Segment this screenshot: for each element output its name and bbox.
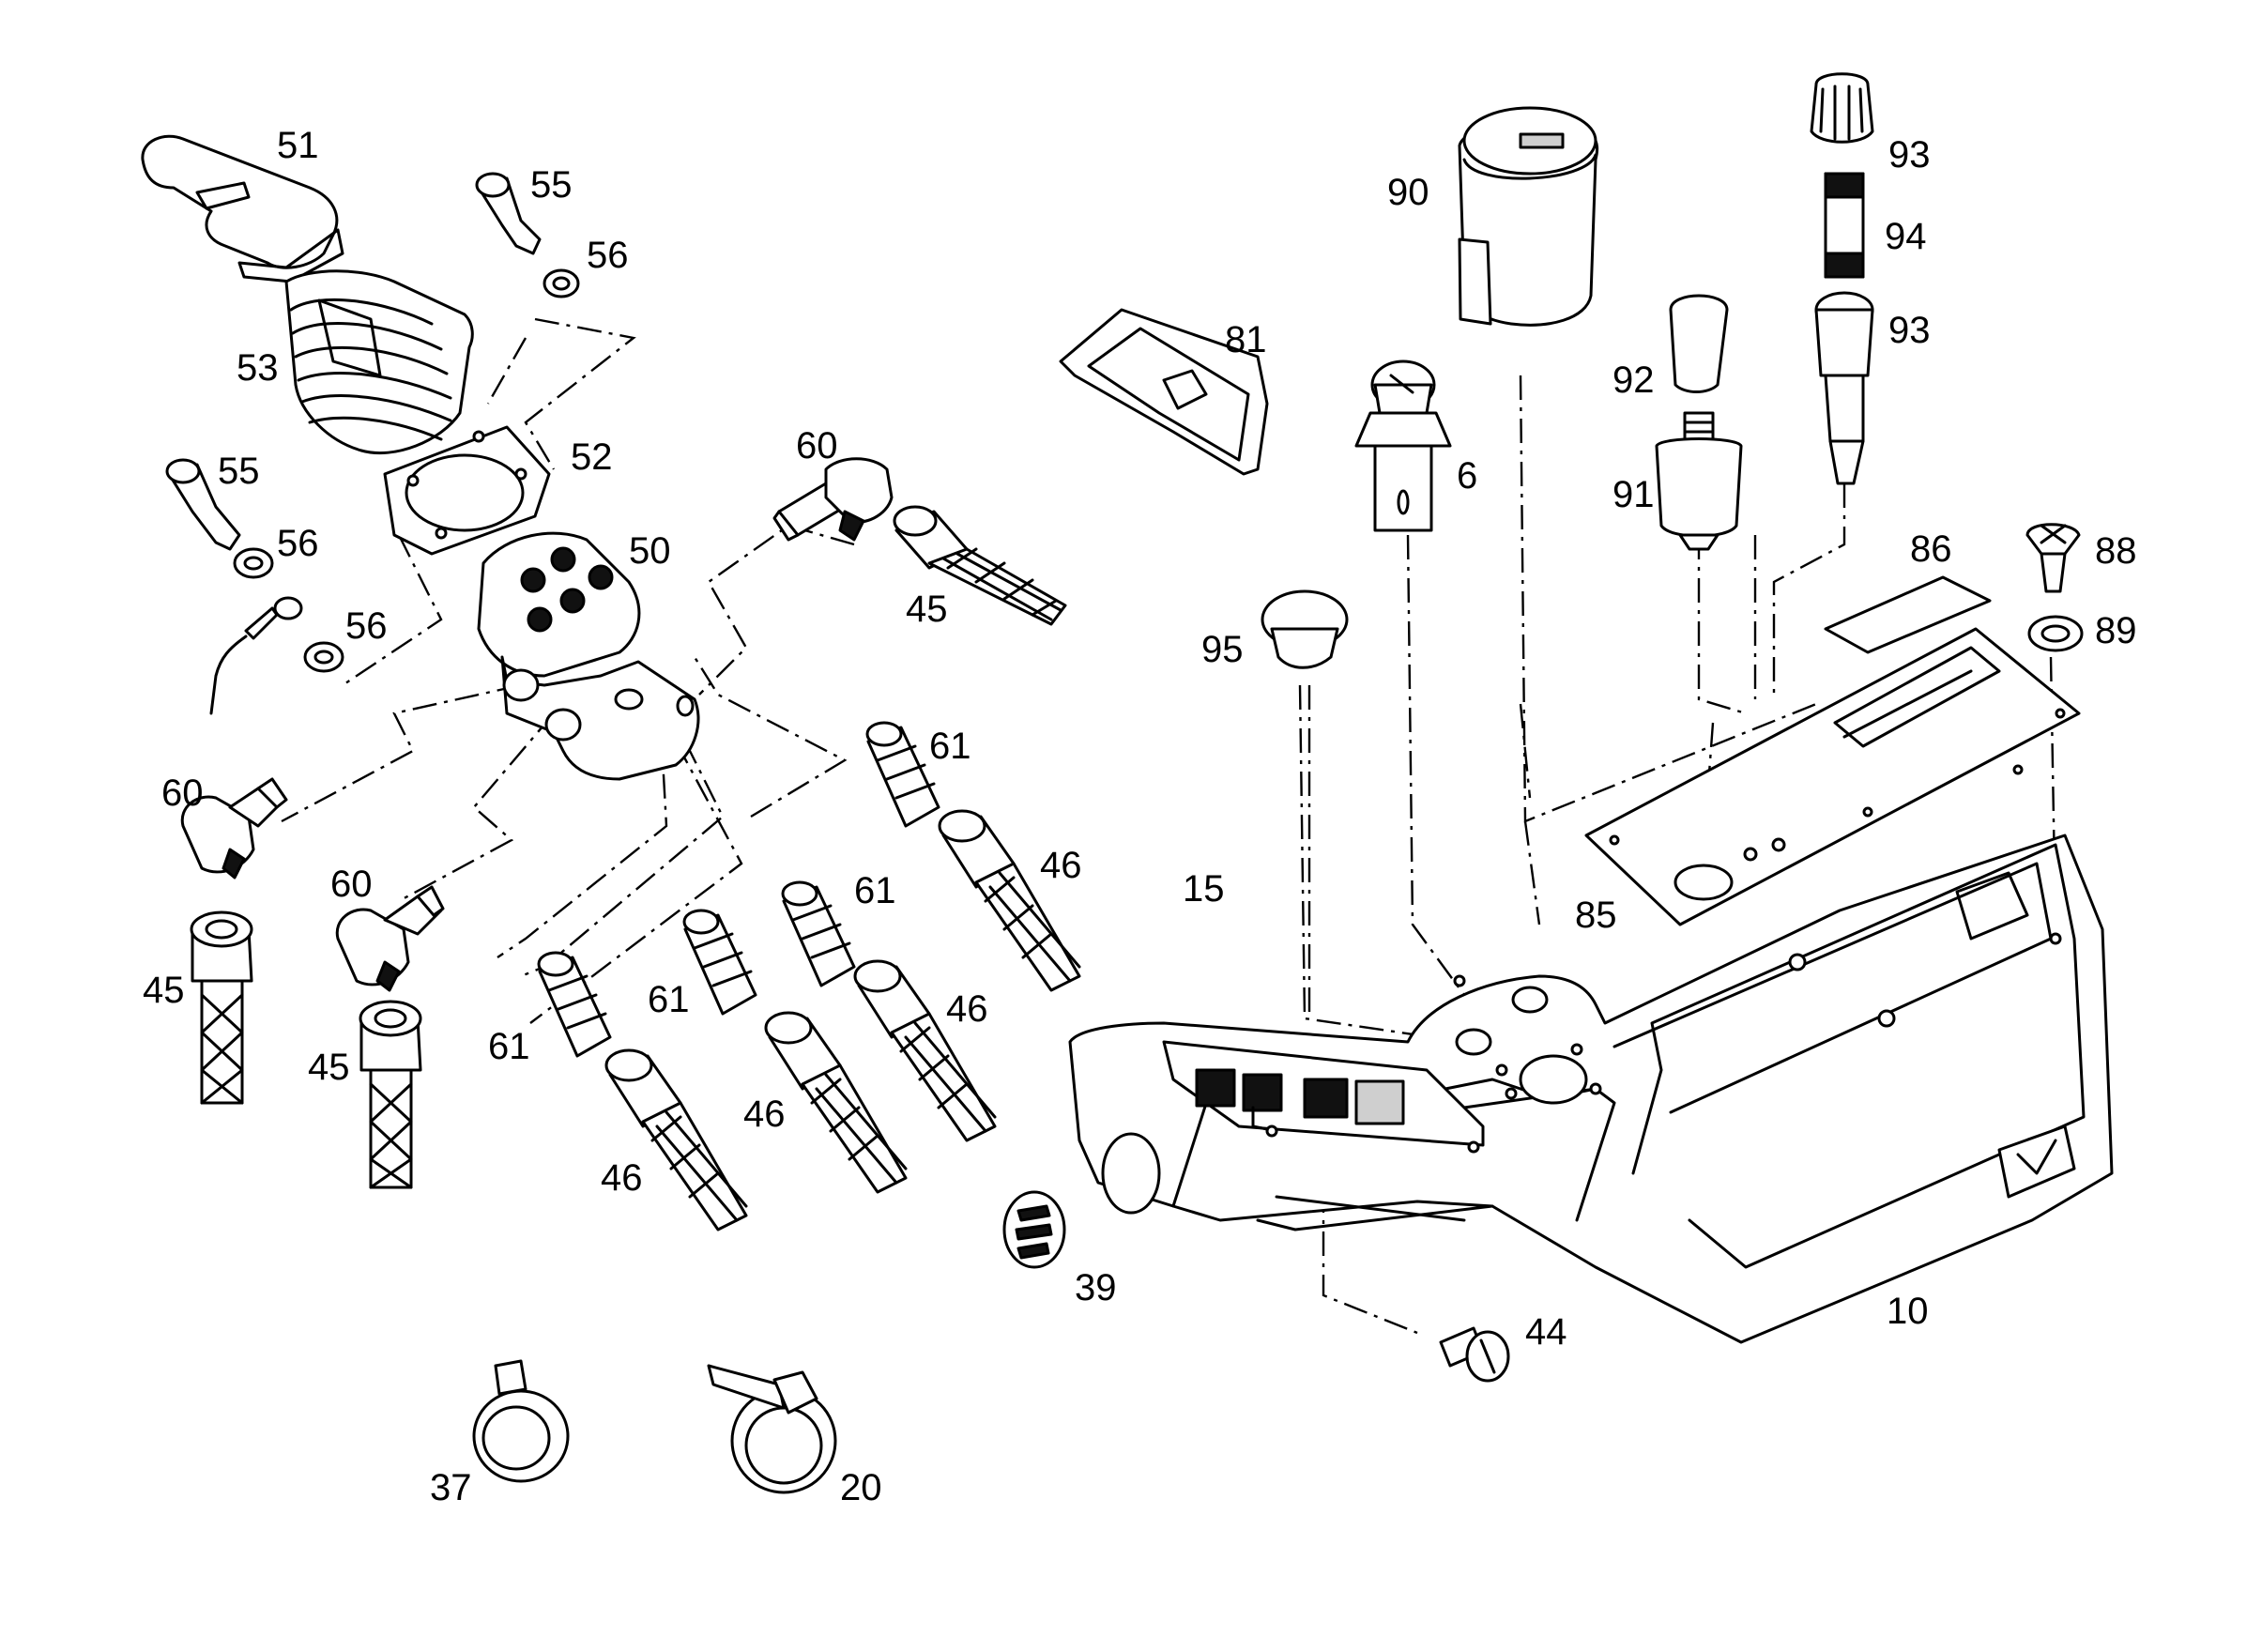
callout-51: 51	[277, 125, 319, 166]
callout-53: 53	[237, 347, 279, 389]
ignition-switch-6	[1354, 359, 1452, 532]
hose-45-mid	[359, 1000, 422, 1189]
fuse-94	[1824, 172, 1865, 279]
callout-93: 93	[1888, 134, 1931, 176]
plug-screw-88	[2025, 523, 2081, 593]
callout-15: 15	[1183, 868, 1225, 910]
callout-61: 61	[929, 726, 971, 767]
callout-86: 86	[1910, 528, 1952, 570]
callout-61: 61	[488, 1026, 530, 1067]
hose-45-left	[190, 910, 253, 1105]
callout-46: 46	[1040, 845, 1082, 886]
label-86	[1824, 575, 1992, 654]
hose-46-a	[938, 809, 1081, 992]
callout-61: 61	[648, 979, 690, 1020]
push-switch-91	[1655, 411, 1743, 551]
console-housing-10	[1068, 834, 2114, 1344]
callout-46: 46	[946, 988, 988, 1030]
boot-plate-52	[383, 425, 551, 556]
screw-55-left	[165, 458, 241, 551]
callout-45: 45	[143, 970, 185, 1011]
coupling-61-c	[682, 909, 757, 1016]
callout-90: 90	[1387, 172, 1429, 213]
handle-grip-81	[1059, 308, 1269, 476]
callout-50: 50	[629, 530, 671, 572]
callout-91: 91	[1612, 474, 1655, 515]
fuse-cap-93-top	[1810, 72, 1874, 144]
callout-44: 44	[1525, 1311, 1567, 1353]
panel-plate-85	[1584, 627, 2081, 926]
elbow-fitting-60-mid	[335, 885, 445, 992]
coupling-61-a	[865, 721, 940, 828]
callout-46: 46	[743, 1094, 786, 1135]
callout-85: 85	[1575, 895, 1617, 936]
callout-56: 56	[345, 605, 388, 647]
callout-60: 60	[161, 772, 204, 814]
screw-55-top	[475, 172, 542, 255]
callout-95: 95	[1201, 629, 1244, 670]
callout-94: 94	[1885, 216, 1927, 257]
callout-60: 60	[330, 864, 373, 905]
hour-meter-90	[1458, 106, 1599, 327]
callout-56: 56	[277, 523, 319, 564]
callout-93: 93	[1888, 310, 1931, 351]
callout-88: 88	[2095, 530, 2137, 572]
callout-45: 45	[308, 1047, 350, 1088]
vent-grommet-39	[1002, 1190, 1066, 1269]
washer-56-mid	[233, 547, 274, 579]
hose-clamp-37	[472, 1359, 570, 1483]
washer-56-top	[543, 268, 580, 298]
callout-55: 55	[218, 451, 260, 492]
callout-37: 37	[430, 1467, 472, 1508]
callout-labels: 51 55 56 53 52 55 56 56 50 60 45 60 60 4…	[143, 125, 2137, 1508]
elbow-fitting-60-left	[180, 777, 288, 880]
hose-46-b	[853, 959, 997, 1142]
callout-20: 20	[840, 1467, 882, 1508]
callout-6: 6	[1457, 455, 1477, 497]
callout-52: 52	[571, 436, 613, 478]
hose-46-d	[604, 1048, 748, 1231]
callout-89: 89	[2095, 610, 2137, 651]
ring-terminal-wire	[209, 596, 303, 715]
callout-46: 46	[601, 1157, 643, 1199]
cable-tie-20	[707, 1364, 837, 1494]
coupling-61-d	[537, 951, 612, 1058]
plug-95	[1261, 589, 1349, 669]
hose-46-c	[764, 1011, 908, 1194]
joystick-handle-51	[141, 134, 344, 283]
grommet-89	[2027, 615, 2084, 652]
callout-39: 39	[1075, 1267, 1117, 1308]
callout-55: 55	[530, 164, 573, 206]
coupling-61-b	[781, 880, 856, 987]
screw-44	[1439, 1326, 1510, 1383]
rubber-boot-53	[284, 269, 474, 455]
callout-56: 56	[587, 235, 629, 276]
callout-92: 92	[1612, 359, 1655, 401]
elbow-fitting-60-top	[772, 457, 894, 542]
fuse-holder-93-bottom	[1814, 291, 1874, 485]
decal-plate-15	[1162, 1040, 1485, 1154]
hose-45-top	[893, 505, 1067, 626]
washer-56-bottom	[303, 641, 344, 673]
joystick-base-50	[477, 531, 700, 781]
callout-45: 45	[906, 589, 948, 630]
callout-61: 61	[854, 870, 896, 911]
button-cap-92	[1669, 294, 1729, 393]
callout-81: 81	[1225, 319, 1267, 360]
callout-60: 60	[796, 425, 838, 467]
callout-10: 10	[1887, 1291, 1929, 1332]
